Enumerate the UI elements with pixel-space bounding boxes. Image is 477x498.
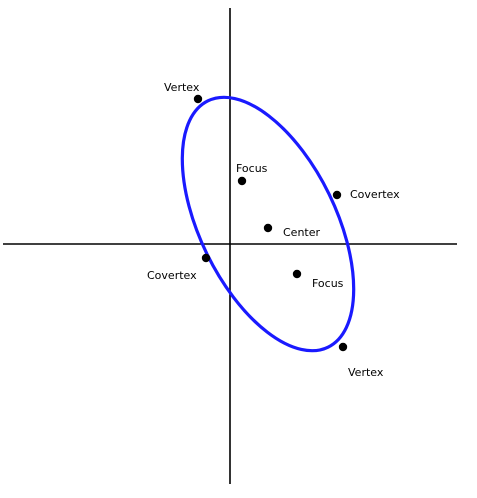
covertex-right-label: Covertex xyxy=(350,188,400,201)
covertex-right-point xyxy=(332,190,342,200)
vertex-bottom-point xyxy=(338,342,348,352)
focus-bottom-label: Focus xyxy=(312,277,344,290)
covertex-left-point xyxy=(201,253,211,263)
focus-top-label: Focus xyxy=(236,162,268,175)
vertex-top-label: Vertex xyxy=(164,81,200,94)
vertex-bottom-label: Vertex xyxy=(348,366,384,379)
covertex-left-label: Covertex xyxy=(147,269,197,282)
center-label: Center xyxy=(283,226,321,239)
focus-bottom-point xyxy=(292,269,302,279)
center-point xyxy=(263,223,273,233)
ellipse-curve xyxy=(180,95,356,353)
vertex-top-point xyxy=(193,94,203,104)
focus-top-point xyxy=(237,176,247,186)
